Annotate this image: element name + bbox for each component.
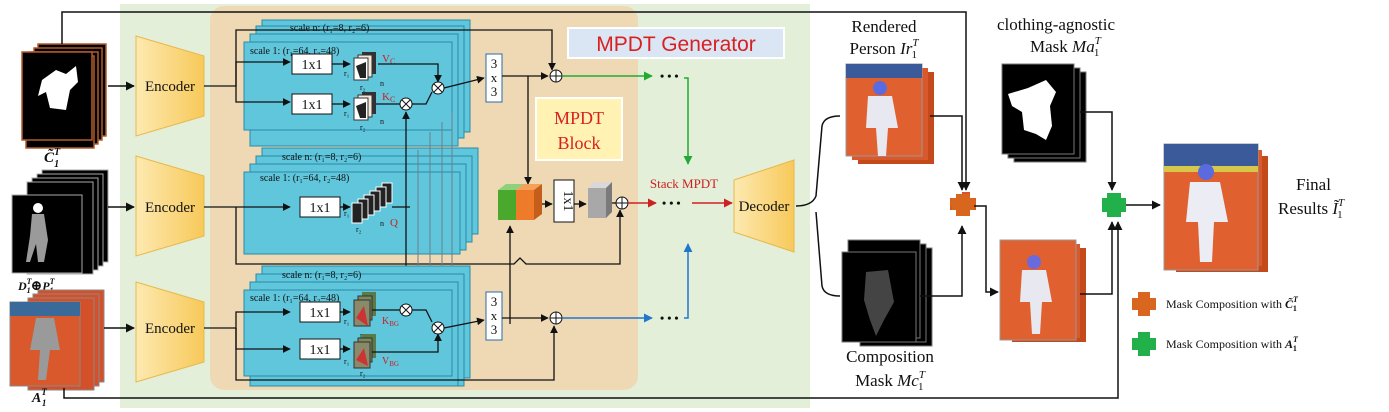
ellipsis-bot: • • •: [660, 311, 679, 325]
svg-text:scale 1: (r₁=64, r₂=48): scale 1: (r₁=64, r₂=48): [250, 293, 339, 304]
encoder-top: Encoder: [135, 35, 205, 137]
svg-text:1x1: 1x1: [310, 201, 331, 216]
svg-text:KC: KC: [382, 91, 395, 104]
svg-text:r₁: r₁: [344, 109, 350, 118]
svg-text:scale n: (r₁=8, r₂=6): scale n: (r₁=8, r₂=6): [282, 270, 361, 281]
legend-orange-icon: [1132, 292, 1156, 316]
svg-text:scale n: (r₁=8, r₂=6): scale n: (r₁=8, r₂=6): [290, 23, 369, 34]
concat-feature-block: [498, 184, 542, 220]
agnostic-label-1: clothing-agnostic: [997, 15, 1115, 34]
input-pose-stack: [11, 169, 109, 275]
final-label-1: Final: [1296, 175, 1331, 194]
patch-stack-kc: [353, 92, 376, 121]
input-person-stack: [9, 289, 105, 391]
patch-stack-kbg: [353, 292, 376, 327]
conv-3x3-top: [485, 53, 503, 103]
svg-text:VBG: VBG: [382, 356, 399, 368]
stack-mpdt-label: Stack MPDT: [650, 176, 718, 191]
branch-top: scale n: (r₁=8, r₂=6) scale 1: (r₁=64, r…: [204, 19, 556, 147]
patch-stack-vbg: [353, 334, 376, 369]
svg-text:3: 3: [491, 84, 498, 99]
svg-text:r₂: r₂: [360, 123, 366, 132]
svg-text:x: x: [491, 308, 498, 323]
svg-text:3: 3: [491, 294, 498, 309]
encoder-middle: Encoder: [135, 155, 205, 257]
decoder: Decoder: [733, 159, 795, 253]
svg-text:MPDT Generator: MPDT Generator: [596, 33, 756, 56]
svg-text:r₂: r₂: [360, 83, 366, 92]
conv-1x1-fuse: [553, 179, 575, 223]
svg-text:Q: Q: [390, 217, 398, 229]
svg-text:r₂: r₂: [360, 369, 366, 378]
svg-text:MPDT: MPDT: [554, 108, 604, 128]
svg-text:3: 3: [491, 322, 498, 337]
svg-text:KBG: KBG: [382, 316, 399, 328]
conv-3x3-bot: [485, 291, 503, 341]
svg-text:1x1: 1x1: [310, 306, 331, 321]
svg-text:n: n: [380, 219, 384, 228]
svg-text:Encoder: Encoder: [145, 321, 195, 337]
composed-person-stack: [999, 239, 1086, 342]
svg-text:r₁: r₁: [344, 317, 350, 326]
svg-text:n: n: [380, 117, 384, 126]
svg-text:1x1: 1x1: [302, 58, 323, 73]
svg-text:Block: Block: [558, 133, 601, 153]
final-result-stack: [1163, 143, 1268, 272]
svg-text:Decoder: Decoder: [739, 199, 790, 215]
rendered-person-stack: [845, 63, 934, 164]
ellipsis-mid: • • •: [662, 196, 681, 210]
composition-label-1: Composition: [846, 347, 934, 366]
svg-text:1x1: 1x1: [560, 191, 575, 212]
svg-text:scale 1: (r₁=64, r₂=48): scale 1: (r₁=64, r₂=48): [250, 46, 339, 57]
mpdt-block-label: MPDT Block: [535, 97, 623, 161]
svg-text:1x1: 1x1: [302, 98, 323, 113]
svg-text:Encoder: Encoder: [145, 200, 195, 216]
patch-stack-vc: [353, 52, 376, 81]
svg-text:r₂: r₂: [356, 225, 362, 234]
agnostic-mask-stack: [1001, 63, 1087, 163]
svg-text:r₁: r₁: [344, 69, 350, 78]
legend-green-icon: [1132, 332, 1156, 356]
svg-text:r₁: r₁: [344, 209, 350, 218]
branch-bottom: scale n: (r₁=8, r₂=6) scale 1: (r₁=64, r…: [204, 265, 558, 387]
svg-text:r₁: r₁: [344, 357, 350, 366]
green-composition-node: [1102, 193, 1126, 217]
svg-text:1x1: 1x1: [310, 343, 331, 358]
svg-text:scale 1: (r₁=64, r₂=48): scale 1: (r₁=64, r₂=48): [260, 173, 349, 184]
svg-text:VC: VC: [382, 53, 395, 66]
encoder-bottom: Encoder: [135, 281, 205, 383]
fused-feature-block: [588, 182, 612, 218]
svg-text:n: n: [380, 79, 384, 88]
svg-text:Encoder: Encoder: [145, 79, 195, 95]
rendered-label-1: Rendered: [851, 17, 917, 36]
mpdt-generator-title: MPDT Generator: [567, 27, 785, 59]
ellipsis-top: • • •: [660, 69, 679, 83]
svg-text:3: 3: [491, 56, 498, 71]
patch-stack-q: [351, 182, 393, 224]
svg-text:x: x: [491, 70, 498, 85]
input-cloth-stack: [21, 43, 107, 149]
composition-mask-stack: [841, 239, 933, 347]
svg-text:scale n: (r₁=8, r₂=6): scale n: (r₁=8, r₂=6): [282, 152, 361, 163]
